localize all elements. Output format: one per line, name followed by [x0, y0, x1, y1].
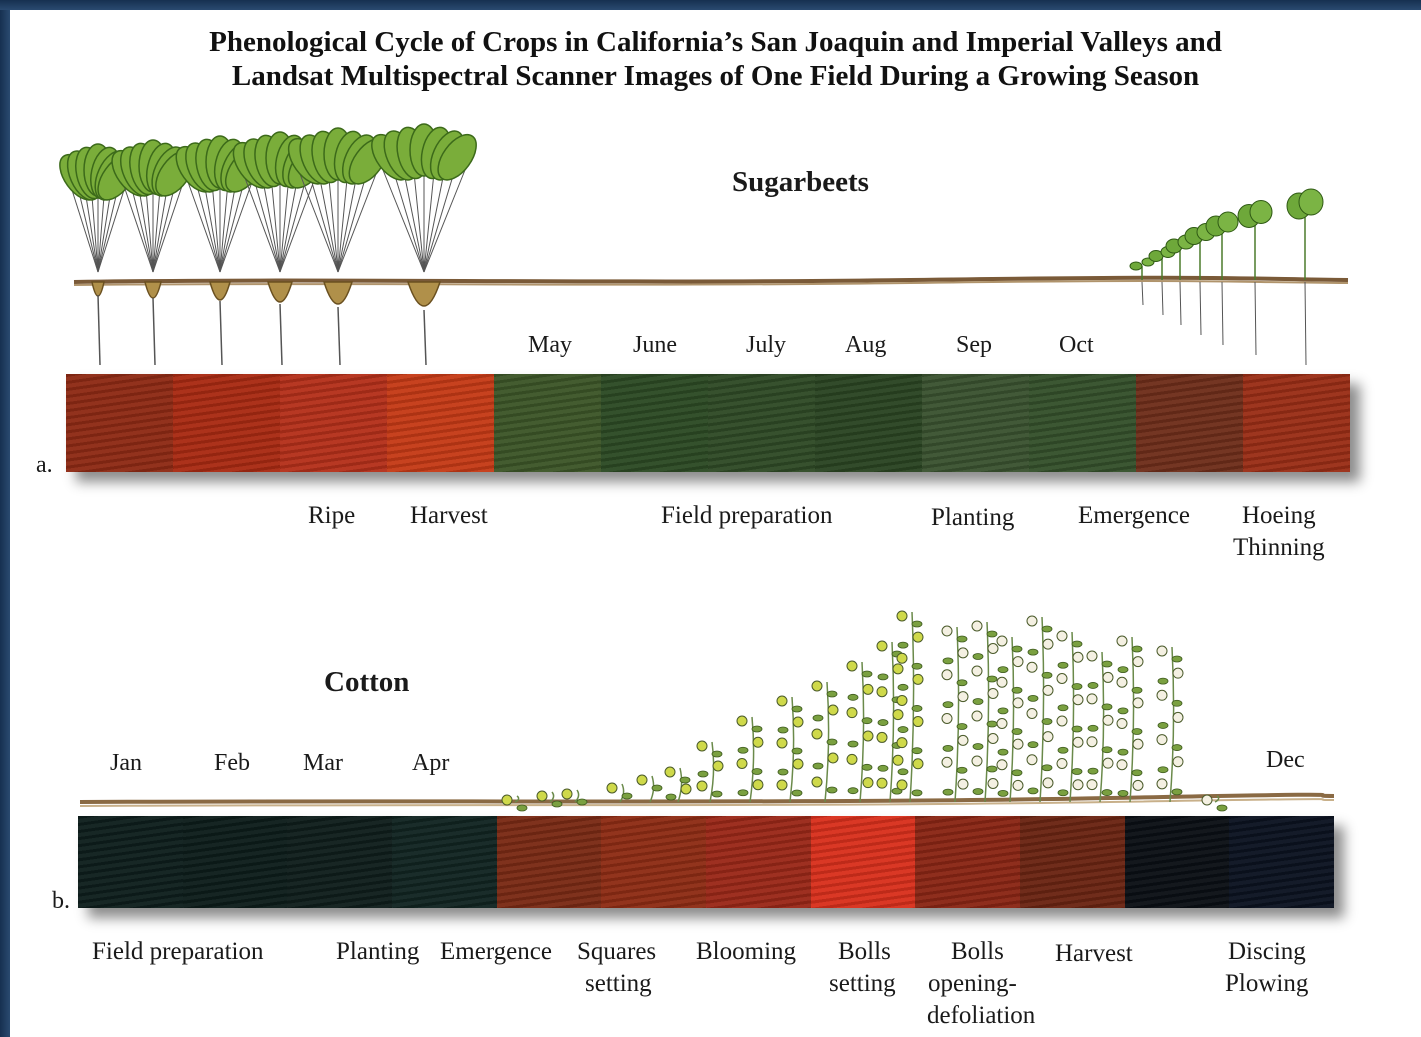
cotton-plant-11 [847, 661, 873, 802]
cotton-image-tile-10 [1020, 816, 1125, 908]
cotton-plant-12 [877, 641, 903, 802]
cotton-plant-7 [697, 741, 723, 802]
cotton-image-tile-1 [78, 816, 183, 908]
cotton-image-tile-12 [1229, 816, 1334, 908]
stage-emergence-cotton: Emergence [440, 936, 552, 968]
stage-squares: Squares [577, 936, 656, 968]
cotton-landsat-strip [78, 816, 1334, 908]
cotton-image-tile-2 [183, 816, 288, 908]
stage-field-preparation-cotton: Field preparation [92, 936, 263, 968]
stage-bolls-opening-line2: opening- [928, 968, 1017, 1000]
stage-bolls-opening-line1: Bolls [951, 936, 1004, 968]
month-mar: Mar [303, 750, 343, 777]
month-apr: Apr [412, 750, 449, 777]
month-feb: Feb [214, 750, 250, 777]
cotton-plant-21 [1157, 646, 1183, 802]
month-dec: Dec [1266, 747, 1305, 774]
cotton-image-tile-3 [287, 816, 392, 908]
cotton-image-tile-9 [915, 816, 1020, 908]
stage-discing: Discing [1228, 936, 1306, 968]
cotton-image-tile-7 [706, 816, 811, 908]
stage-bolls-opening-line3: defoliation [927, 1000, 1035, 1032]
stage-squares-setting: setting [585, 968, 652, 1000]
cotton-plant-4 [607, 783, 632, 802]
cotton-plant-17 [1027, 616, 1053, 802]
cotton-plant-13 [897, 611, 923, 802]
cotton-image-tile-6 [601, 816, 706, 908]
figure-sheet: Phenological Cycle of Crops in Californi… [10, 10, 1421, 1037]
cotton-plant-5 [637, 775, 662, 802]
month-jan: Jan [110, 750, 142, 777]
stage-bolls-setting-line2: setting [829, 968, 896, 1000]
cotton-image-tile-4 [392, 816, 497, 908]
cotton-image-tile-5 [497, 816, 602, 908]
cotton-image-tile-11 [1125, 816, 1230, 908]
cotton-image-tile-8 [811, 816, 916, 908]
stage-blooming: Blooming [696, 936, 796, 968]
cotton-plant-18 [1057, 631, 1083, 802]
frame-border-left [0, 0, 10, 1037]
stage-harvest-cotton: Harvest [1055, 938, 1133, 970]
stage-plowing: Plowing [1225, 968, 1308, 1000]
cotton-plant-20 [1117, 636, 1143, 802]
cotton-plant-8 [737, 716, 763, 802]
stage-bolls-setting-line1: Bolls [838, 936, 891, 968]
frame-border-top [0, 0, 1421, 10]
panel-letter-b: b. [52, 888, 70, 915]
cotton-plant-19 [1087, 651, 1113, 802]
cotton-plant-16 [997, 636, 1023, 802]
cotton-plant-10 [812, 681, 838, 802]
cotton-plant-9 [777, 696, 803, 802]
stage-planting-cotton: Planting [336, 936, 419, 968]
cotton-plant-15 [972, 621, 998, 802]
cotton-plant-6 [665, 767, 691, 802]
cotton-plant-14 [942, 626, 968, 802]
